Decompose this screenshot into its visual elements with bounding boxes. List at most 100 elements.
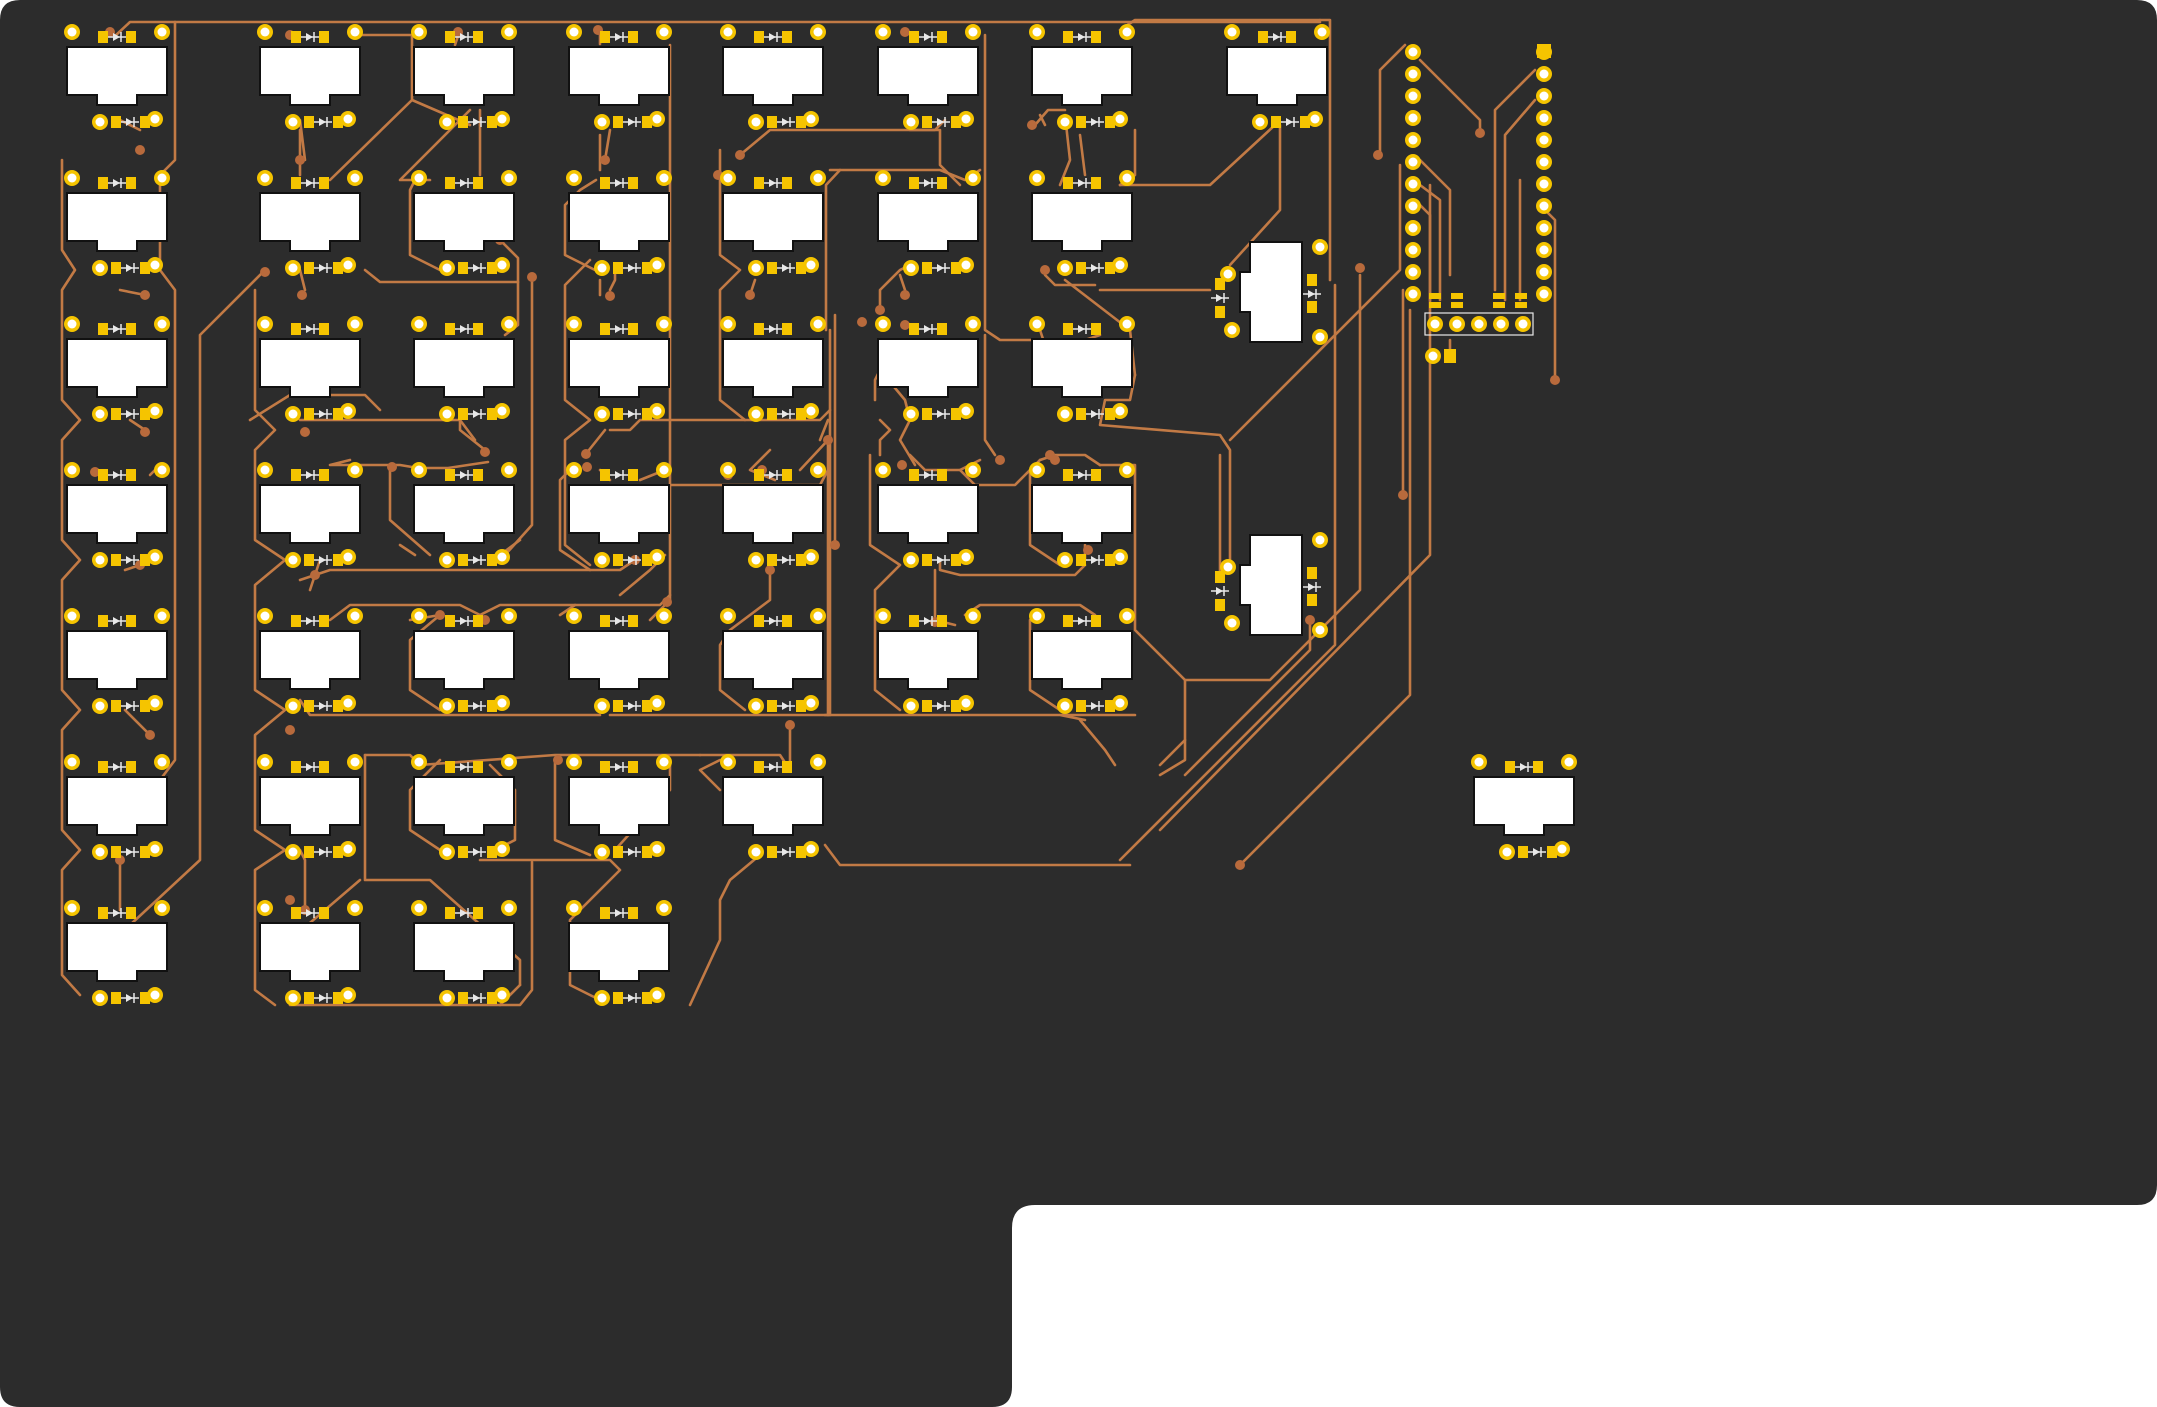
via-icon (300, 427, 310, 437)
smd-pad-icon (642, 554, 652, 566)
smd-pad-icon (126, 323, 136, 335)
trace (1078, 133, 1087, 177)
smd-pad-icon (1063, 31, 1073, 43)
smd-pad-icon (642, 846, 652, 858)
diode-symbol-icon (777, 263, 795, 273)
pad-hole (569, 757, 579, 767)
pad-hole (1227, 325, 1237, 335)
diode-symbol-icon (777, 409, 795, 419)
pad-hole (288, 993, 298, 1003)
trace (553, 758, 592, 857)
pad-hole (961, 114, 971, 124)
switch-footprint-28 (1029, 462, 1135, 568)
smd-pad-icon (1076, 408, 1086, 420)
diode-symbol-icon (623, 263, 641, 273)
pad-hole (504, 173, 514, 183)
pad-hole (806, 406, 816, 416)
smd-pad-icon (796, 554, 806, 566)
smd-pad-icon (767, 700, 777, 712)
pad-hole (150, 990, 160, 1000)
smd-pad-icon (291, 31, 301, 43)
diode-symbol-icon (121, 555, 139, 565)
pad-hole (968, 465, 978, 475)
pad-hole (751, 555, 761, 565)
smd-pad-icon (111, 116, 121, 128)
pad-hole (1474, 319, 1484, 329)
diode-symbol-icon (610, 470, 628, 480)
pad-hole (751, 701, 761, 711)
trace (298, 118, 307, 177)
trace (1228, 163, 1402, 442)
pad-hole (806, 552, 816, 562)
smd-pad-icon (458, 408, 468, 420)
pad-hole (652, 844, 662, 854)
pad-hole (343, 114, 353, 124)
via-icon (135, 145, 145, 155)
pad-hole (442, 263, 452, 273)
pad-hole (1408, 223, 1418, 233)
trace (408, 613, 442, 712)
diode-symbol-icon (1515, 762, 1533, 772)
smd-pad-icon (111, 700, 121, 712)
pad-hole (67, 27, 77, 37)
switch-cutout (1031, 338, 1133, 398)
smd-pad-icon (922, 554, 932, 566)
diode-symbol-icon (932, 117, 950, 127)
smd-pad-icon (782, 323, 792, 335)
pad-hole (659, 173, 669, 183)
smd-pad-icon (140, 700, 150, 712)
trace (298, 268, 307, 292)
smd-pad-icon (487, 408, 497, 420)
pad-hole (1539, 91, 1549, 101)
smd-pad-icon (1091, 177, 1101, 189)
smd-pad-icon (951, 408, 961, 420)
pad-hole (813, 173, 823, 183)
via-icon (285, 895, 295, 905)
smd-pad-icon (304, 992, 314, 1004)
diode-symbol-icon (108, 908, 126, 918)
smd-pad-icon (111, 846, 121, 858)
trace (123, 708, 152, 737)
smd-pad-icon (319, 323, 329, 335)
pad-hole (497, 844, 507, 854)
diode-symbol-icon (919, 470, 937, 480)
trace (938, 558, 1087, 577)
pad-hole (806, 698, 816, 708)
smd-pad-icon (1307, 567, 1317, 579)
pad-hole (652, 114, 662, 124)
pad-hole (288, 409, 298, 419)
smd-pad-icon (291, 761, 301, 773)
pad-hole (806, 844, 816, 854)
smd-pad-icon (111, 262, 121, 274)
pad-hole (1032, 611, 1042, 621)
diode-symbol-icon (455, 616, 473, 626)
switch-cutout (66, 46, 168, 106)
microcontroller-footprint (1405, 44, 1552, 364)
trace (748, 448, 777, 482)
pad-hole (597, 117, 607, 127)
smd-pad-icon (98, 761, 108, 773)
pad-hole (597, 409, 607, 419)
smd-pad-icon (767, 262, 777, 274)
pad-hole (343, 698, 353, 708)
via-icon (310, 570, 320, 580)
via-icon (735, 150, 745, 160)
pad-hole (1060, 555, 1070, 565)
via-icon (1550, 375, 1560, 385)
smd-pad-icon (922, 408, 932, 420)
diode-symbol-icon (301, 616, 319, 626)
pad-hole (659, 319, 669, 329)
pad-hole (343, 844, 353, 854)
via-icon (857, 317, 867, 327)
trace (688, 853, 762, 1007)
smd-pad-icon (1286, 31, 1296, 43)
smd-pad-icon (1547, 846, 1557, 858)
switch-footprint-10 (411, 170, 517, 276)
pad-hole (652, 990, 662, 1000)
trace (798, 438, 830, 717)
pad-hole (878, 611, 888, 621)
smd-pad-icon (458, 262, 468, 274)
smd-pad-icon (291, 469, 301, 481)
smd-pad-icon (473, 469, 483, 481)
smd-pad-icon (1076, 262, 1086, 274)
